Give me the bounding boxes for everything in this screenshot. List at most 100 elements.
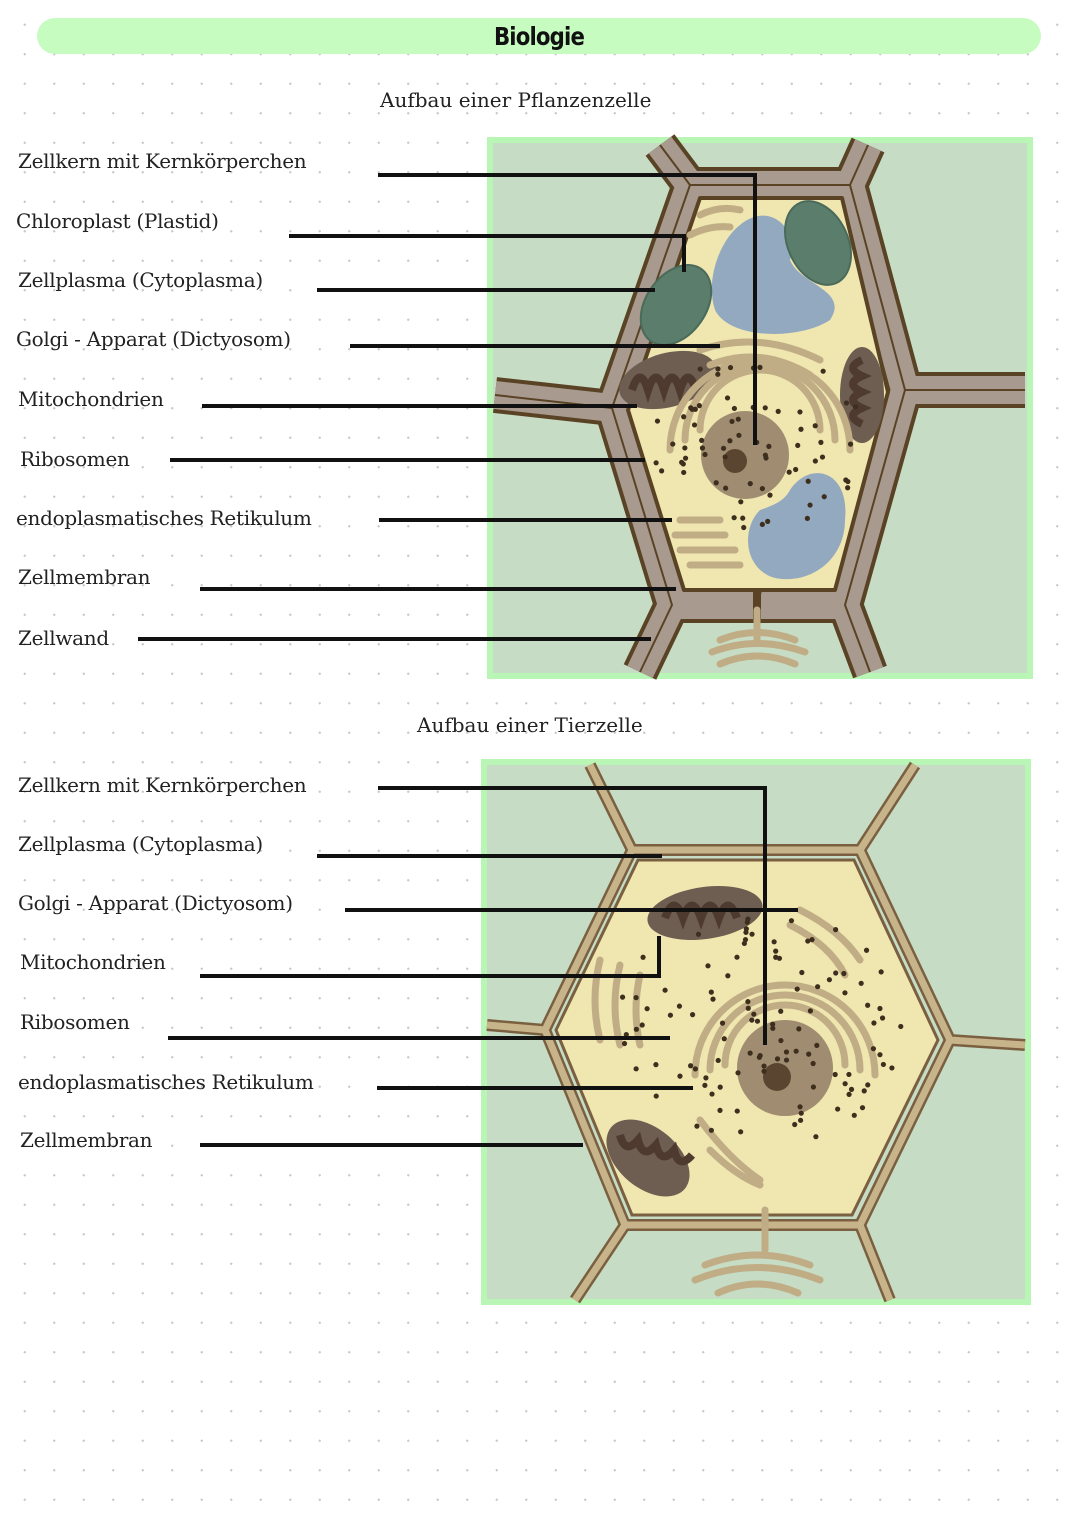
- ribosome-dot: [806, 1051, 812, 1057]
- ribosome-dot: [754, 1018, 761, 1024]
- ribosome-dot: [820, 368, 826, 374]
- ribosome-dot: [799, 969, 805, 976]
- ribosome-dot: [847, 441, 854, 447]
- ribosome-dot: [743, 926, 749, 932]
- ribosome-dot: [898, 1023, 904, 1030]
- ribosome-dot: [703, 1075, 709, 1081]
- ribosome-dot: [699, 445, 706, 451]
- ribosome-dot: [709, 1091, 715, 1097]
- ribosome-dot: [804, 515, 810, 522]
- ribosome-dot: [783, 1057, 790, 1063]
- ribosome-dot: [757, 1052, 763, 1059]
- ribosome-dot: [765, 518, 771, 524]
- ribosome-dot: [689, 1012, 696, 1018]
- plant-vacuole: [711, 215, 835, 334]
- ribosome-dot: [845, 478, 851, 485]
- ribosome-dot: [793, 466, 799, 473]
- ribosome-dot: [859, 1105, 866, 1111]
- ribosome-dot: [863, 947, 870, 953]
- ribosome-dot: [688, 1063, 694, 1069]
- ribosome-dot: [715, 1057, 721, 1064]
- ribosome-dot: [813, 1134, 819, 1140]
- ribosome-dot: [877, 1005, 883, 1012]
- ribosome-dot: [653, 1093, 659, 1099]
- ribosome-dot: [691, 422, 698, 428]
- ribosome-dot: [852, 404, 859, 410]
- ribosome-dot: [621, 1040, 628, 1047]
- ribosome-dot: [727, 438, 733, 444]
- plant-heading: Aufbau einer Pflanzenzelle: [380, 88, 652, 112]
- ribosome-dot: [747, 1050, 753, 1056]
- plant-label-membrane: Zellmembran: [18, 565, 151, 589]
- ribosome-dot: [677, 1073, 683, 1079]
- ribosome-dot: [798, 426, 804, 432]
- animal-label-golgi: Golgi - Apparat (Dictyosom): [18, 891, 293, 915]
- ribosome-dot: [715, 366, 721, 372]
- plant-label-chloroplast: Chloroplast (Plastid): [16, 209, 219, 233]
- ribosome-dot: [722, 454, 728, 460]
- ribosome-dot: [846, 1071, 852, 1078]
- ribosome-dot: [640, 954, 646, 960]
- ribosome-dot: [778, 1037, 784, 1044]
- ribosome-dot: [880, 1061, 887, 1068]
- ribosome-dot: [798, 1110, 804, 1116]
- ribosome-dot: [736, 432, 742, 438]
- ribosome-dot: [846, 1091, 852, 1097]
- ribosome-dot: [710, 996, 716, 1002]
- ribosome-dot: [810, 1060, 816, 1067]
- ribosome-dot: [770, 1021, 776, 1027]
- ribosome-dot: [835, 1106, 841, 1112]
- ribosome-dot: [826, 977, 833, 983]
- ribosome-dot: [662, 987, 668, 993]
- ribosome-dot: [792, 1121, 798, 1128]
- animal-nucleolus: [763, 1063, 791, 1091]
- ribosome-dot: [761, 1068, 767, 1074]
- ribosome-dot: [735, 416, 741, 422]
- ribosome-dot: [833, 927, 839, 933]
- ribosome-dot: [720, 445, 727, 451]
- ribosome-dot: [705, 963, 711, 969]
- ribosome-dot: [815, 984, 821, 990]
- ribosome-dot: [871, 1020, 877, 1026]
- ribosome-dot: [879, 1015, 886, 1021]
- ribosome-dot: [762, 452, 769, 458]
- ribosome-dot: [729, 418, 735, 425]
- ribosome-dot: [819, 454, 826, 460]
- ribosome-dot: [676, 1003, 683, 1009]
- ribosome-dot: [870, 1046, 877, 1052]
- ribosome-dot: [842, 1081, 848, 1087]
- ribosome-dot: [833, 970, 839, 976]
- ribosome-dot: [861, 1088, 867, 1094]
- plant-label-cytoplasm: Zellplasma (Cytoplasma): [18, 268, 263, 292]
- chloroplast: [639, 264, 713, 346]
- ribosome-dot: [770, 1025, 776, 1031]
- ribosome-dot: [715, 371, 721, 377]
- leader-lines: [138, 173, 798, 1147]
- ribosome-dot: [842, 990, 848, 996]
- ribosome-dot: [797, 1117, 804, 1123]
- animal-cell-diagram: [481, 759, 1031, 1305]
- ribosome-dot: [749, 1017, 755, 1023]
- title-bar: Biologie: [37, 18, 1041, 54]
- ribosome-dot: [858, 980, 864, 986]
- ribosome-dot: [767, 492, 773, 498]
- ribosome-dot: [843, 400, 850, 406]
- plant-label-golgi: Golgi - Apparat (Dictyosom): [16, 327, 291, 351]
- animal-ribosomes: [619, 916, 904, 1140]
- ribosome-dot: [810, 1084, 817, 1090]
- plant-label-cell-wall: Zellwand: [18, 626, 109, 650]
- plant-nucleolus: [723, 449, 747, 473]
- ribosome-dot: [778, 1008, 784, 1014]
- ribosome-dot: [786, 469, 792, 475]
- plant-label-mitochondria: Mitochondrien: [18, 387, 164, 411]
- ribosome-dot: [889, 1065, 895, 1071]
- ribosome-dot: [761, 1063, 767, 1069]
- ribosome-dot: [740, 515, 746, 521]
- ribosome-dot: [653, 1062, 659, 1068]
- ribosome-dot: [659, 468, 665, 474]
- ribosome-dot: [775, 408, 781, 414]
- ribosome-dot: [773, 948, 779, 954]
- ribosome-dot: [667, 1012, 674, 1018]
- ribosome-dot: [776, 955, 783, 961]
